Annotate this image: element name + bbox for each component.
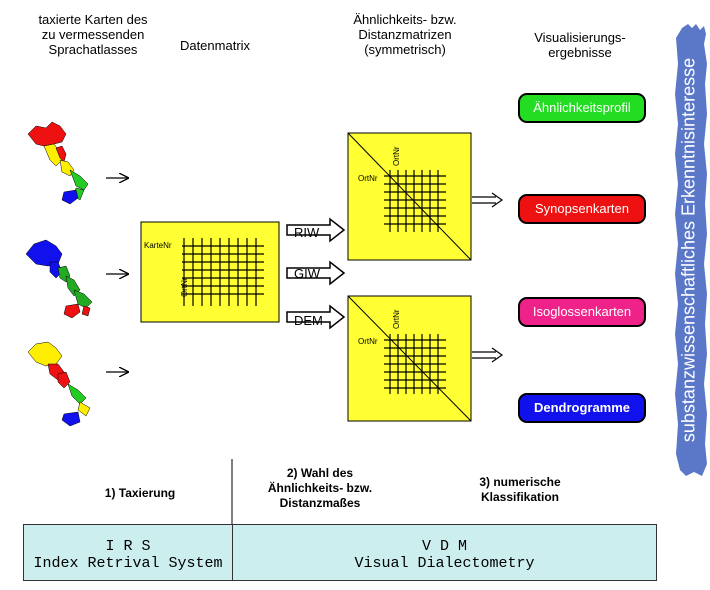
irs-title: I R S xyxy=(105,538,151,555)
vdm-box: V D M Visual Dialectometry xyxy=(232,524,657,581)
measure-riw: RIW xyxy=(294,225,320,240)
data-matrix xyxy=(140,221,280,323)
step-2: 2) Wahl des Ähnlichkeits- bzw. Distanzma… xyxy=(267,466,373,510)
italy-map-3-icon xyxy=(27,341,91,427)
measure-dem: DEM xyxy=(294,313,323,328)
italy-map-2-icon xyxy=(25,239,93,319)
data-matrix-col-label: OrtNr xyxy=(180,277,189,297)
distance-matrix-1-row-label: OrtNr xyxy=(358,174,378,183)
irs-box: I R S Index Retrival System xyxy=(23,524,233,581)
header-maps: taxierte Karten des zu vermessenden Spra… xyxy=(38,12,148,57)
header-distance-matrices: Ähnlichkeits- bzw. Distanzmatrizen (symm… xyxy=(353,12,457,57)
result-isoglossenkarten: Isoglossenkarten xyxy=(518,297,646,327)
vertical-banner-text: substanzwissenschaftliches Erkenntnisint… xyxy=(678,57,699,443)
vdm-title: V D M xyxy=(421,538,467,555)
distance-matrix-2-col-label: OrtNr xyxy=(392,309,401,329)
italy-map-1-icon xyxy=(27,121,89,205)
distance-matrix-2-row-label: OrtNr xyxy=(358,337,378,346)
vdm-subtitle: Visual Dialectometry xyxy=(354,555,535,572)
irs-subtitle: Index Retrival System xyxy=(33,555,223,572)
header-datamatrix: Datenmatrix xyxy=(179,38,251,53)
step-1: 1) Taxierung xyxy=(104,486,176,500)
measure-giw: GIW xyxy=(294,266,320,281)
result-aehnlichkeitsprofil: Ähnlichkeitsprofil xyxy=(518,93,646,123)
result-dendrogramme: Dendrogramme xyxy=(518,393,646,423)
vertical-banner xyxy=(675,24,707,476)
result-synopsenkarten: Synopsenkarten xyxy=(518,194,646,224)
distance-matrix-1-col-label: OrtNr xyxy=(392,146,401,166)
header-visual-results: Visualisierungs- ergebnisse xyxy=(534,30,626,60)
data-matrix-row-label: KarteNr xyxy=(144,241,172,250)
step-3: 3) numerische Klassifikation xyxy=(479,475,561,504)
